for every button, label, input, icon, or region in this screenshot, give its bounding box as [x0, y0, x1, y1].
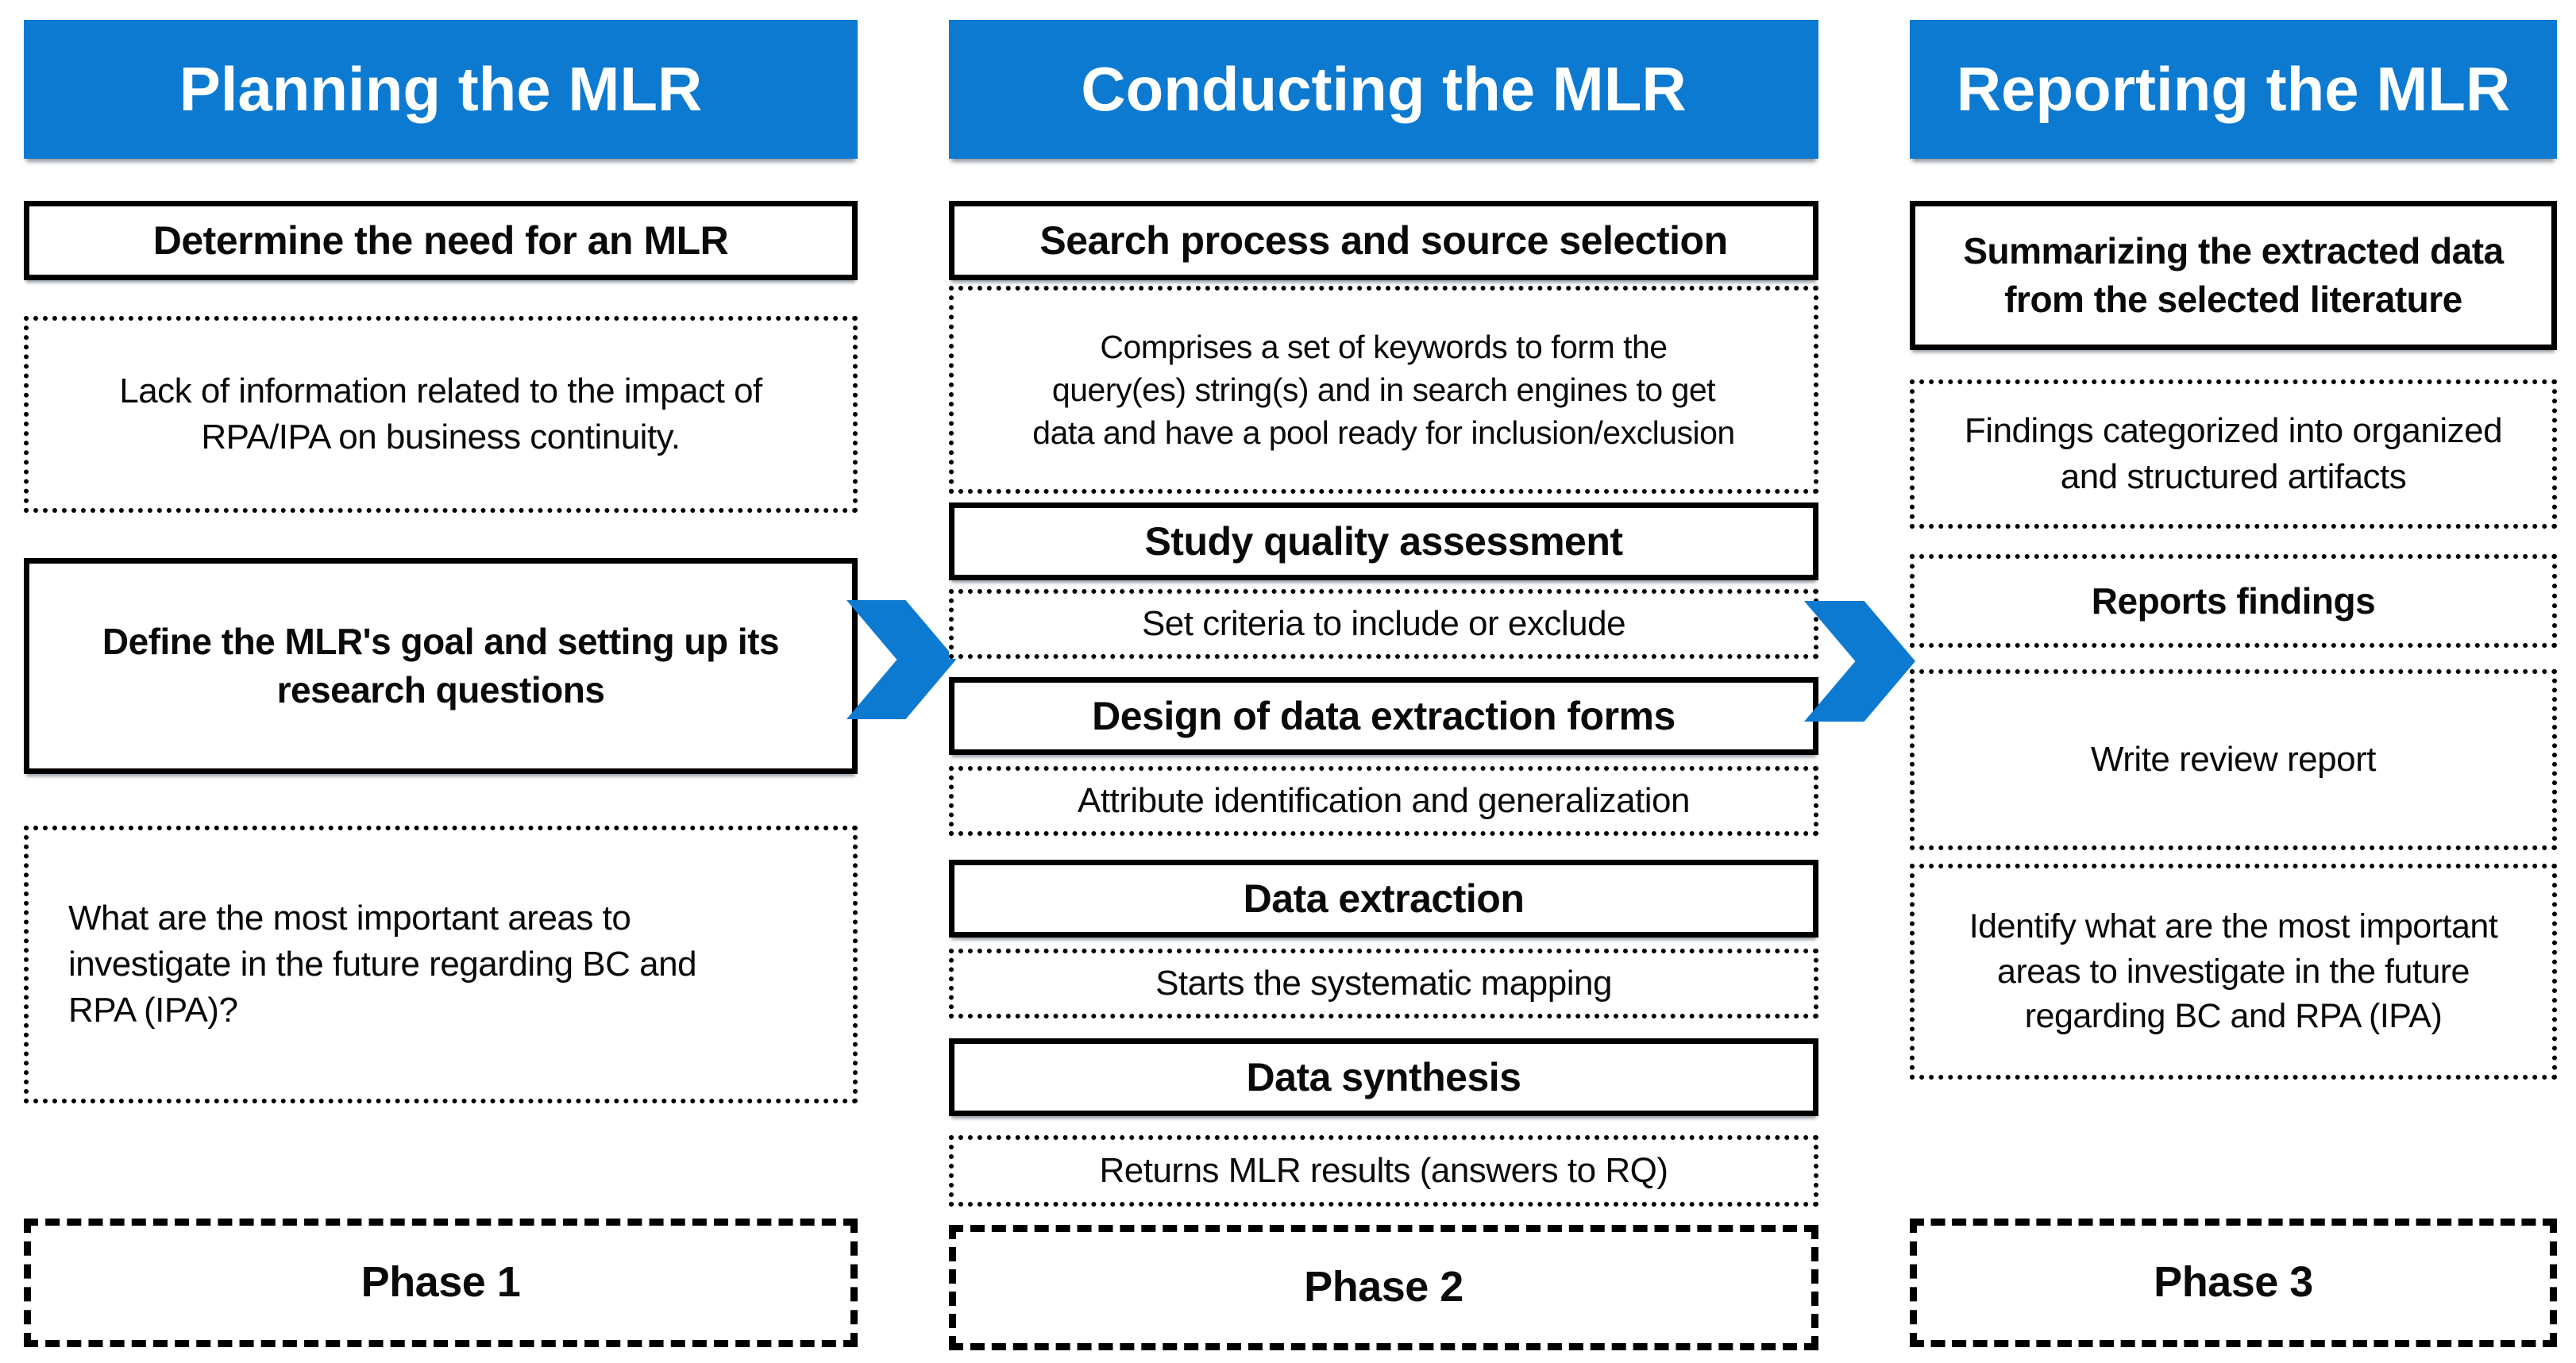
box-set-criteria: Set criteria to include or exclude	[949, 589, 1818, 659]
box-important-areas-question: What are the most important areas to inv…	[24, 826, 858, 1103]
box-data-extraction: Data extraction	[949, 860, 1818, 938]
box-data-synthesis: Data synthesis	[949, 1038, 1818, 1116]
box-identify-important-areas: Identify what are the most important are…	[1910, 864, 2557, 1080]
phase-1-label-box: Phase 1	[24, 1219, 858, 1347]
box-summarizing-extracted-data: Summarizing the extracted data from the …	[1910, 201, 2557, 350]
box-study-quality-assessment: Study quality assessment	[949, 502, 1818, 580]
box-reports-findings: Reports findings	[1910, 554, 2557, 648]
box-lack-of-information: Lack of information related to the impac…	[24, 316, 858, 513]
chevron-right-arrow-conducting-to-reporting	[1804, 601, 1915, 722]
box-findings-categorized: Findings categorized into organized and …	[1910, 379, 2557, 529]
header-reporting-the-mlr: Reporting the MLR	[1910, 20, 2557, 159]
chevron-right-arrow-planning-to-conducting	[846, 600, 956, 719]
box-write-review-report: Write review report	[1910, 669, 2557, 850]
box-returns-mlr-results: Returns MLR results (answers to RQ)	[949, 1135, 1818, 1207]
box-design-data-extraction-forms: Design of data extraction forms	[949, 677, 1818, 755]
phase-3-label-box: Phase 3	[1910, 1219, 2557, 1347]
box-search-process: Search process and source selection	[949, 201, 1818, 280]
box-define-mlr-goal: Define the MLR's goal and setting up its…	[24, 558, 858, 774]
phase-2-label-box: Phase 2	[949, 1225, 1818, 1350]
box-starts-systematic-mapping: Starts the systematic mapping	[949, 949, 1818, 1018]
box-comprises-keywords: Comprises a set of keywords to form the …	[949, 286, 1818, 494]
box-determine-need-for-mlr: Determine the need for an MLR	[24, 201, 858, 280]
box-attribute-identification: Attribute identification and generalizat…	[949, 766, 1818, 836]
header-planning-the-mlr: Planning the MLR	[24, 20, 858, 159]
header-conducting-the-mlr: Conducting the MLR	[949, 20, 1818, 159]
